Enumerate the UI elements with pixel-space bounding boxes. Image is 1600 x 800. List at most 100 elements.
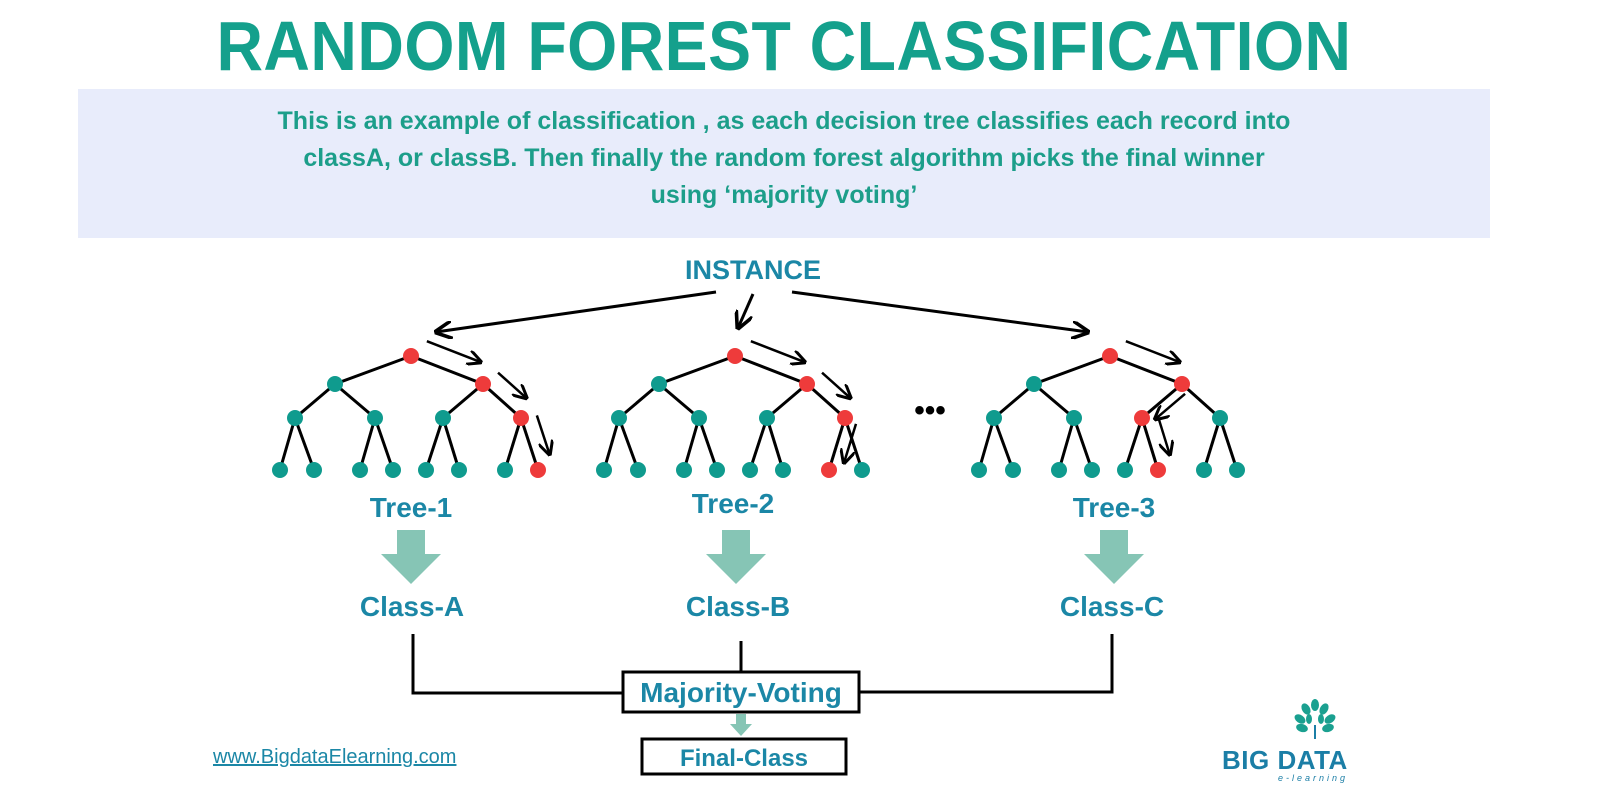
tree-edge — [1180, 382, 1222, 420]
final-class-box — [640, 737, 848, 776]
logo-tagline: e-learning — [1278, 773, 1349, 783]
tree-edge — [294, 382, 336, 420]
tree-node — [1229, 462, 1245, 478]
path-arrow-icon — [1155, 392, 1186, 420]
tree-node-selected — [1150, 462, 1166, 478]
description-line-3: using ‘majority voting’ — [650, 181, 918, 209]
tree-node-selected — [530, 462, 546, 478]
tree-edge — [992, 417, 1015, 471]
tree-node — [676, 462, 692, 478]
tree-node-selected — [1134, 410, 1150, 426]
instance-arrow-tree-3 — [791, 290, 1088, 332]
tree-edge — [658, 354, 736, 386]
tree-edge — [805, 382, 847, 420]
path-arrow-icon — [844, 423, 858, 463]
tree-node — [1005, 462, 1021, 478]
tree-edge — [519, 417, 540, 471]
tree-edge — [1218, 417, 1239, 471]
logo-name: BIG DATA — [1222, 745, 1348, 775]
tree-edge — [410, 354, 484, 386]
tree-node — [497, 462, 513, 478]
tree-edge — [1057, 417, 1076, 471]
decision-tree-1 — [272, 339, 550, 478]
tree-3-label: Tree-3 — [1073, 492, 1156, 523]
instance-arrow-tree-2 — [738, 293, 755, 328]
tree-edge — [1123, 417, 1144, 471]
tree-node — [272, 462, 288, 478]
tree-node — [1212, 410, 1228, 426]
tree-node — [327, 376, 343, 392]
tree-node-selected — [821, 462, 837, 478]
tree-2-label: Tree-2 — [692, 488, 775, 519]
tree-edge — [697, 417, 719, 471]
majority-voting-box — [621, 670, 861, 714]
tree-node — [854, 462, 870, 478]
decision-tree-3 — [971, 339, 1245, 478]
tree-edge — [481, 382, 523, 420]
decision-tree-2 — [596, 339, 870, 478]
tree-edge — [503, 417, 523, 471]
tree-node — [306, 462, 322, 478]
path-arrow-icon — [750, 339, 805, 362]
tree-node — [611, 410, 627, 426]
path-arrow-icon — [535, 415, 550, 454]
tree-edge — [1072, 417, 1094, 471]
tree-edge — [765, 417, 785, 471]
tree-node — [709, 462, 725, 478]
tree-node-selected — [799, 376, 815, 392]
majority-voting-label: Majority-Voting — [640, 677, 842, 708]
tree-edge — [827, 417, 847, 471]
tree-node — [385, 462, 401, 478]
tree-edge — [358, 417, 377, 471]
tree-edge — [424, 417, 445, 471]
tree-node — [1117, 462, 1133, 478]
website-link[interactable]: www.BigdataElearning.com — [213, 746, 457, 768]
path-arrow-icon — [1156, 415, 1170, 455]
tree-logo-icon — [1294, 699, 1336, 739]
final-class-label: Final-Class — [680, 745, 808, 772]
tree-node — [1026, 376, 1042, 392]
class-a-label: Class-A — [360, 591, 464, 622]
tree-node-selected — [513, 410, 529, 426]
tree-edge — [1109, 354, 1183, 386]
tree-edge — [442, 382, 484, 420]
tree-node — [1066, 410, 1082, 426]
page-title: RANDOM FOREST CLASSIFICATION — [216, 7, 1352, 85]
tree-edge — [1141, 382, 1183, 420]
tree-node — [986, 410, 1002, 426]
tree-edge — [748, 417, 769, 471]
tree-node — [435, 410, 451, 426]
tree-node-selected — [1174, 376, 1190, 392]
description-line-2: classA, or classB. Then finally the rand… — [303, 144, 1265, 172]
tree-node — [367, 410, 383, 426]
tree-node-selected — [403, 348, 419, 364]
tree-edge — [682, 417, 701, 471]
tree-edge — [373, 417, 395, 471]
tree-node-selected — [475, 376, 491, 392]
tree-node-selected — [1102, 348, 1118, 364]
tree-edge — [843, 417, 864, 471]
instance-arrow-tree-1 — [436, 290, 717, 332]
class-c-label: Class-C — [1060, 591, 1164, 622]
description-box: This is an example of classification , a… — [78, 89, 1490, 238]
connector-class-c — [859, 634, 1114, 694]
tree-node-selected — [837, 410, 853, 426]
tree-node — [418, 462, 434, 478]
tree-edge — [617, 417, 640, 471]
tree-node — [691, 410, 707, 426]
description-text: This is an example of classification , a… — [78, 103, 1490, 214]
tree-3-down-arrow-icon — [1084, 530, 1144, 584]
tree-edge — [1140, 417, 1160, 471]
tree-node — [1051, 462, 1067, 478]
tree-node — [287, 410, 303, 426]
big-data-logo: BIG DATA e-learning — [1222, 695, 1382, 783]
description-line-1: This is an example of classification , a… — [277, 107, 1291, 135]
tree-node-selected — [727, 348, 743, 364]
tree-node — [759, 410, 775, 426]
tree-node — [596, 462, 612, 478]
tree-edge — [293, 417, 316, 471]
tree-node — [1196, 462, 1212, 478]
tree-edge — [658, 382, 700, 420]
tree-node — [630, 462, 646, 478]
